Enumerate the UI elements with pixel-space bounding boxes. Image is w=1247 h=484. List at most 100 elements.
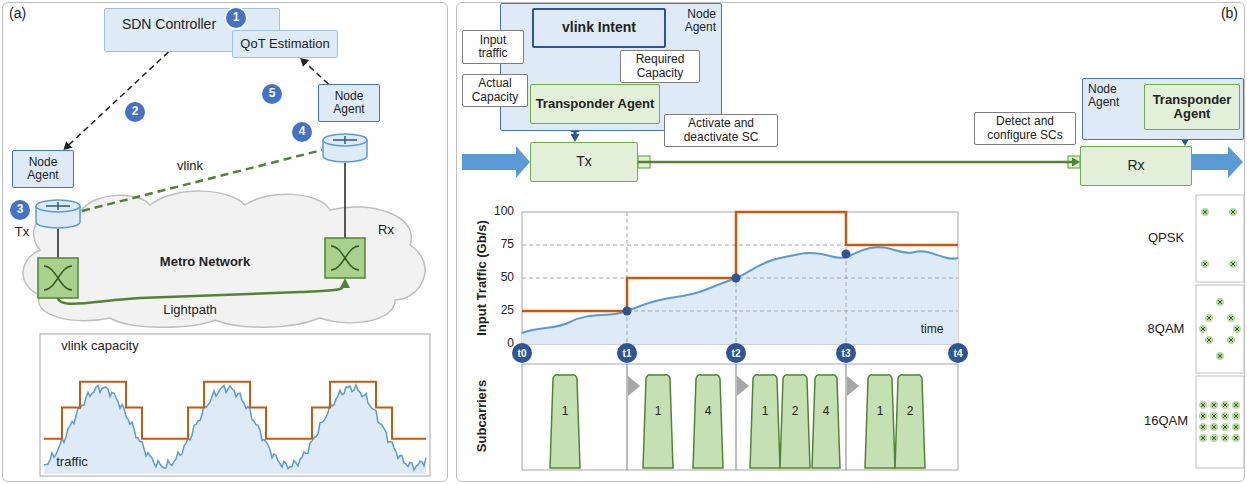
- label: 2: [907, 405, 914, 418]
- constellation-point: [1201, 425, 1205, 429]
- node-text: (a): [9, 6, 26, 21]
- constellation-point: [1210, 423, 1218, 431]
- label: 1: [655, 405, 662, 418]
- node-text: Node Agent: [322, 90, 376, 116]
- constellation-point: [1232, 423, 1240, 431]
- label: 4: [705, 405, 712, 418]
- constellation-point: [1201, 403, 1205, 407]
- constellation-point: [1201, 208, 1209, 216]
- constellation-point: [1227, 336, 1235, 344]
- arrowhead: [300, 58, 309, 67]
- constellation-point: [1223, 425, 1227, 429]
- intent-box: vlink Intent: [532, 8, 666, 48]
- transceiver-box: Rx: [1080, 146, 1192, 186]
- constellations: [1196, 195, 1244, 468]
- label: 4: [823, 405, 830, 418]
- panel: (a) SDN ControllerQoT EstimationNode Agen…: [2, 2, 448, 482]
- constellation-point: [1199, 325, 1207, 333]
- constellation-point: [1233, 325, 1241, 333]
- node-text: Input traffic: [466, 34, 520, 60]
- lightpath: [58, 278, 350, 304]
- constellation-point: [1210, 434, 1218, 442]
- label: vlink capacity: [61, 339, 138, 353]
- connector: [300, 58, 328, 84]
- constellation-point: [1205, 314, 1213, 322]
- callout-box: Detect and configure SCs: [974, 112, 1076, 145]
- constellation-point: [1203, 210, 1207, 214]
- router-links: [58, 163, 345, 258]
- capacity-inset: [40, 334, 430, 476]
- subcarrier-spectrum: [865, 375, 895, 468]
- agent-box: Node AgentTransponder Agent: [1082, 78, 1244, 140]
- constellation-point: [1207, 316, 1211, 320]
- constellation-point: [1221, 412, 1229, 420]
- constellation-point: [1201, 327, 1205, 331]
- connector-line: [638, 161, 1074, 164]
- constellation-point: [1232, 401, 1240, 409]
- constellation-point: [1199, 401, 1207, 409]
- traffic-chart: [522, 212, 958, 344]
- connector: [638, 158, 1080, 167]
- constellation-point: [1229, 260, 1237, 268]
- node-text: Transponder Agent: [1149, 93, 1235, 122]
- node-text: Tx: [576, 154, 592, 169]
- transponder-box: Transponder Agent: [530, 84, 660, 124]
- constellation-point: [1216, 352, 1224, 360]
- node-text: Rx: [1127, 158, 1144, 173]
- transceiver-box: Tx: [530, 142, 638, 182]
- callout-number: 5: [262, 84, 282, 104]
- callout-box: Input traffic: [462, 30, 524, 64]
- constellation-point: [1232, 434, 1240, 442]
- label: vlink: [177, 159, 203, 173]
- time-marker: t1: [617, 343, 637, 363]
- label: 50: [501, 271, 514, 284]
- constellation-point: [1227, 314, 1235, 322]
- transponder-box: Transponder Agent: [1144, 84, 1240, 130]
- node-text: vlink Intent: [562, 20, 636, 35]
- constellation-point: [1221, 423, 1229, 431]
- qot-box: QoT Estimation: [232, 30, 338, 58]
- node-text: Node Agent: [16, 156, 70, 182]
- arrowhead: [63, 141, 72, 150]
- arrowhead: [1072, 158, 1080, 167]
- constellation-point: [1229, 208, 1237, 216]
- label: Tx: [15, 225, 29, 239]
- label: Input Traffic (Gb/s): [475, 220, 489, 336]
- node-text: SDN Controller: [122, 17, 216, 32]
- time-marker: t2: [726, 343, 746, 363]
- constellation-point: [1234, 414, 1238, 418]
- constellation-point: [1207, 338, 1211, 342]
- constellation-point: [1223, 414, 1227, 418]
- label: 1: [762, 405, 769, 418]
- router: [36, 134, 367, 228]
- constellation-point: [1234, 403, 1238, 407]
- time-marker: t0: [512, 343, 532, 363]
- subcarrier-spectrum: [693, 375, 723, 468]
- callout-number: 2: [125, 102, 145, 122]
- callout-number: 3: [10, 200, 30, 220]
- constellation-point: [1205, 336, 1213, 344]
- constellation-point: [1199, 434, 1207, 442]
- time-marker: t4: [948, 343, 968, 363]
- node-text: Required Capacity: [624, 53, 696, 79]
- callout-number: 1: [226, 8, 246, 28]
- constellation-point: [1199, 412, 1207, 420]
- node-text: Transponder Agent: [536, 97, 655, 111]
- constellation-point: [1210, 412, 1218, 420]
- callout-box: Activate and deactivate SC: [664, 114, 778, 147]
- agent-box: Node Agent: [12, 150, 74, 188]
- callout-box: Required Capacity: [620, 50, 700, 83]
- label: 16QAM: [1144, 414, 1188, 428]
- panel: (b)Node Agentvlink IntentTransponder Age…: [456, 2, 1245, 482]
- label: 25: [501, 304, 514, 317]
- label: 8QAM: [1148, 322, 1185, 336]
- node-text: QoT Estimation: [240, 37, 329, 51]
- constellation-point: [1234, 436, 1238, 440]
- constellation-point: [1218, 300, 1222, 304]
- label: 100: [494, 205, 514, 218]
- subcarrier-spectrum: [895, 375, 925, 468]
- label: 2: [792, 405, 799, 418]
- constellation-point: [1234, 425, 1238, 429]
- constellation-point: [1235, 327, 1239, 331]
- callout-box: Actual Capacity: [462, 74, 528, 107]
